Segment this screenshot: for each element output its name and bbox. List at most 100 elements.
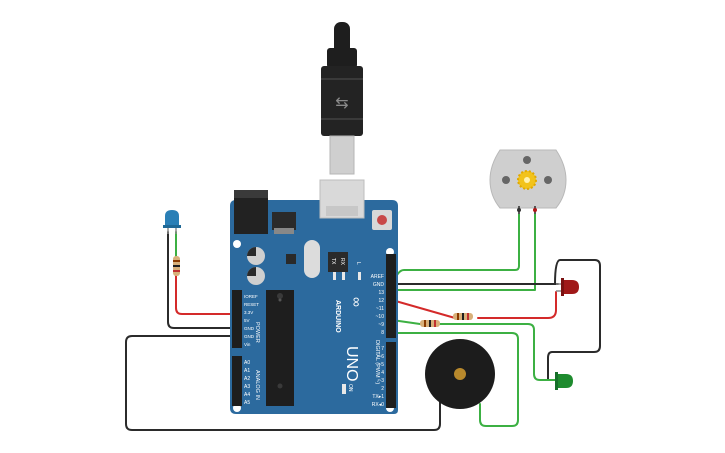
dc-motor[interactable]: [489, 149, 567, 214]
pin-label: 5V: [244, 318, 250, 323]
motor-shaft: [524, 177, 530, 183]
buzzer-sound-hole: [454, 368, 466, 380]
capacitor-mark: [247, 267, 256, 276]
blue-led-dome: [165, 210, 179, 226]
digital-header-label: DIGITAL (PWM ~): [374, 340, 380, 384]
pin-label: A4: [244, 392, 250, 398]
digital-header-bottom: [386, 342, 396, 408]
pin-label: ~6: [378, 354, 384, 360]
pin-label: Vin: [244, 342, 251, 347]
piezo-buzzer[interactable]: [425, 339, 495, 409]
board-model: UNO: [343, 346, 360, 382]
capacitor-mark: [247, 247, 256, 256]
pin-label: RESET: [244, 302, 259, 307]
smd-chip: [286, 254, 296, 264]
red-led[interactable]: [556, 278, 579, 296]
wire-motor-gnd[interactable]: [393, 209, 520, 283]
chip-notch: [277, 293, 283, 299]
arduino-board[interactable]: ∞: [230, 179, 398, 414]
chip-dot: [277, 383, 283, 389]
atmega-chip: [266, 290, 294, 406]
resistor-band: [173, 270, 180, 272]
wire-pin12-resistor[interactable]: [391, 291, 557, 319]
resistor-band: [457, 313, 459, 320]
blue-led[interactable]: [163, 210, 181, 234]
power-header: [232, 290, 242, 348]
pin-label: 7: [381, 346, 384, 352]
board-labels: ARDUINO UNO TX RX L ON POWER ANALOG IN D…: [244, 258, 384, 408]
pin-label: AREF: [371, 274, 384, 280]
pin-label: IOREF: [244, 294, 258, 299]
pin-label: ~11: [376, 306, 384, 312]
tx-label: TX: [330, 258, 336, 265]
usb-plug-ridge-2: [321, 118, 363, 120]
usb-chip: [328, 252, 348, 272]
on-label: ON: [347, 384, 353, 392]
pin-label: GND: [244, 334, 255, 339]
wire-gnd-green-led[interactable]: [547, 259, 601, 381]
usb-cable[interactable]: ⇆: [321, 22, 363, 175]
motor-screw: [502, 176, 510, 184]
usb-plug-ridge: [321, 78, 363, 80]
green-led[interactable]: [555, 372, 573, 390]
wire-buzzer-gnd[interactable]: [125, 335, 441, 431]
pin-label: 3.3V: [244, 310, 253, 315]
resistor-band: [429, 320, 431, 327]
pin-label: 12: [378, 298, 384, 304]
power-header-label: POWER: [254, 322, 260, 343]
pin-label: 2: [381, 386, 384, 392]
digital-header-top: [386, 254, 396, 338]
usb-plug-upper: [327, 48, 357, 68]
rx-led: [342, 272, 345, 280]
green-led-rim: [555, 372, 558, 390]
pin-label: GND: [373, 282, 385, 288]
wire-blue-led-gnd[interactable]: [167, 231, 237, 329]
usb-metal-tip: [329, 135, 355, 175]
usb-icon: ⇆: [335, 93, 348, 112]
pin-label: A3: [244, 384, 250, 390]
rx-label: RX: [339, 258, 345, 266]
pin-label: A5: [244, 400, 250, 406]
pin-label: TX▸1: [372, 394, 384, 400]
green-led-dome: [558, 374, 573, 388]
resistor-pin10[interactable]: [420, 320, 440, 327]
pin-label: 8: [381, 330, 384, 336]
analog-header-label: ANALOG IN: [254, 370, 260, 400]
infinity-logo-icon: ∞: [349, 297, 365, 307]
pin-label: 4: [381, 370, 384, 376]
usb-b-port-inner: [326, 206, 358, 216]
motor-screw: [523, 156, 531, 164]
pin-label: ~10: [376, 314, 385, 320]
wire-blue-led-5v[interactable]: [175, 275, 237, 315]
tx-led: [333, 272, 336, 280]
resistor-blue-led[interactable]: [173, 256, 180, 276]
resistor-band: [173, 265, 180, 267]
pin-label: A2: [244, 376, 250, 382]
chip-dot: [278, 298, 282, 302]
wire-pin8-buzzer[interactable]: [391, 332, 519, 427]
wire-motor-pin13[interactable]: [391, 209, 536, 291]
reset-button-cap[interactable]: [377, 215, 387, 225]
blue-led-rim: [163, 225, 181, 228]
pin-label: A1: [244, 368, 250, 374]
resistor-pin12[interactable]: [453, 313, 473, 320]
pin-label: ~9: [378, 322, 384, 328]
motor-terminal: [517, 208, 521, 212]
resistor-band: [434, 320, 436, 327]
mount-hole: [233, 240, 241, 248]
pin-label: GND: [244, 326, 255, 331]
motor-screw: [544, 176, 552, 184]
pin-label: 13: [378, 290, 384, 296]
voltage-regulator: [272, 212, 296, 230]
pin-label: ~5: [378, 362, 384, 368]
red-led-rim: [561, 278, 564, 296]
l-led: [358, 272, 361, 280]
crystal-oscillator: [304, 240, 320, 278]
l-label: L: [355, 262, 361, 265]
regulator-legs: [274, 228, 294, 234]
resistor-band: [173, 260, 180, 262]
resistor-band: [467, 313, 469, 320]
wires: [125, 209, 601, 431]
pin-label: RX◂0: [372, 402, 384, 408]
